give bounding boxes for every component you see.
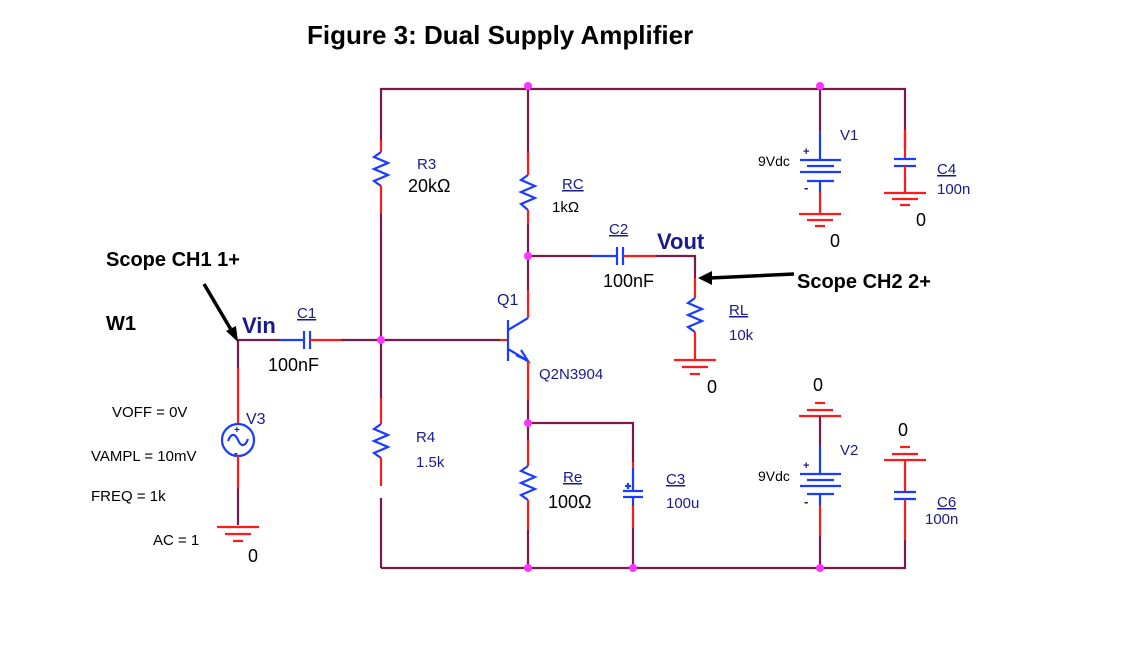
resistor-icon [371, 151, 391, 187]
c3-top-wire [528, 421, 635, 462]
emitter-arrow-icon [515, 349, 532, 364]
junction-dot [816, 82, 824, 90]
resistor-re[interactable]: Re 100Ω [518, 440, 592, 530]
net-label-vout: Vout [657, 229, 705, 254]
junction-dot [524, 82, 532, 90]
c6-value: 100n [925, 511, 958, 528]
v3-vampl: VAMPL = 10mV [91, 448, 196, 465]
v3-minus: - [234, 446, 238, 460]
resistor-icon [518, 174, 538, 211]
ground-label: 0 [707, 377, 717, 397]
resistor-rl[interactable]: RL 10k [685, 278, 754, 360]
v2-plus: + [803, 460, 809, 472]
v2-minus: - [804, 494, 808, 509]
v1-value: 9Vdc [758, 153, 790, 169]
resistor-r3[interactable]: R3 20kΩ [371, 140, 450, 214]
r4-ref: R4 [416, 429, 435, 446]
v1-plus: + [803, 146, 809, 158]
w1-label: W1 [106, 313, 136, 335]
dc-source-v1[interactable]: V1 + - 9Vdc 0 [758, 127, 858, 251]
junction-dot [816, 564, 824, 572]
v1-minus: - [804, 180, 808, 195]
ground-label: 0 [916, 210, 926, 230]
re-value: 100Ω [548, 492, 592, 512]
c1-value: 100nF [268, 355, 319, 375]
c2-value: 100nF [603, 271, 654, 291]
re-ref: Re [563, 469, 582, 486]
sine-wave-icon [226, 433, 250, 447]
ground-label: 0 [898, 420, 908, 440]
ground-rl: 0 [674, 358, 717, 397]
scope-ch1-arrow-icon [202, 283, 238, 342]
ground-label: 0 [248, 546, 258, 566]
c1-ref: C1 [297, 305, 316, 322]
resistor-r4[interactable]: R4 1.5k [371, 398, 445, 486]
capacitor-c2[interactable]: C2 100nF [592, 221, 656, 291]
transistor-q1[interactable]: Q1 Q2N3904 [497, 290, 603, 400]
junction-dot [629, 564, 637, 572]
c3-value: 100u [666, 495, 699, 512]
net-label-vin: Vin [242, 313, 276, 338]
v3-voff: VOFF = 0V [112, 404, 187, 421]
ground-label: 0 [830, 231, 840, 251]
vout-wire [656, 254, 697, 278]
rl-value: 10k [729, 327, 754, 344]
rc-ref: RC [562, 176, 584, 193]
dc-source-v2[interactable]: 0 V2 + - 9Vdc [758, 375, 858, 536]
v3-freq: FREQ = 1k [91, 488, 166, 505]
resistor-rc[interactable]: RC 1kΩ [518, 152, 584, 224]
r4-value: 1.5k [416, 454, 445, 471]
resistor-icon [518, 465, 538, 501]
c4-ref: C4 [937, 161, 956, 178]
v3-ref: V3 [246, 411, 266, 428]
scope-ch1-label: Scope CH1 1+ [106, 249, 240, 271]
v1-ref: V1 [840, 127, 858, 144]
v3-ac: AC = 1 [153, 532, 199, 549]
capacitor-c1[interactable]: C1 100nF [268, 305, 341, 375]
v3-plus: + [234, 425, 240, 436]
ground-label: 0 [813, 375, 823, 395]
c2-ref: C2 [609, 221, 628, 238]
rc-value: 1kΩ [552, 199, 579, 216]
junction-dot [524, 564, 532, 572]
capacitor-c4[interactable]: C4 100n 0 [884, 130, 970, 230]
capacitor-c6[interactable]: 0 C6 100n [884, 420, 958, 540]
resistor-icon [371, 423, 391, 459]
resistor-icon [685, 297, 705, 333]
r3-value: 20kΩ [408, 176, 450, 196]
c4-value: 100n [937, 181, 970, 198]
figure-title: Figure 3: Dual Supply Amplifier [307, 20, 693, 50]
junction-dot [377, 336, 385, 344]
vin-wire [236, 338, 280, 368]
v2-value: 9Vdc [758, 468, 790, 484]
q1-ref: Q1 [497, 292, 518, 309]
r3-ref: R3 [417, 156, 436, 173]
capacitor-c3[interactable]: C3 100u [623, 462, 699, 528]
junctions [377, 82, 824, 572]
scope-ch2-arrow-icon [698, 271, 795, 285]
v2-ref: V2 [840, 442, 858, 459]
scope-ch2-label: Scope CH2 2+ [797, 271, 931, 293]
ac-source-v3[interactable]: V3 + - VOFF = 0V VAMPL = 10mV FREQ = 1k … [91, 368, 266, 566]
q1-model: Q2N3904 [539, 366, 603, 383]
c6-ref: C6 [937, 494, 956, 511]
junction-dot [524, 419, 532, 427]
c3-ref: C3 [666, 471, 685, 488]
top-rail-wire [379, 87, 907, 150]
rl-ref: RL [729, 302, 748, 319]
junction-dot [524, 252, 532, 260]
bottom-rail-wire [381, 540, 907, 570]
